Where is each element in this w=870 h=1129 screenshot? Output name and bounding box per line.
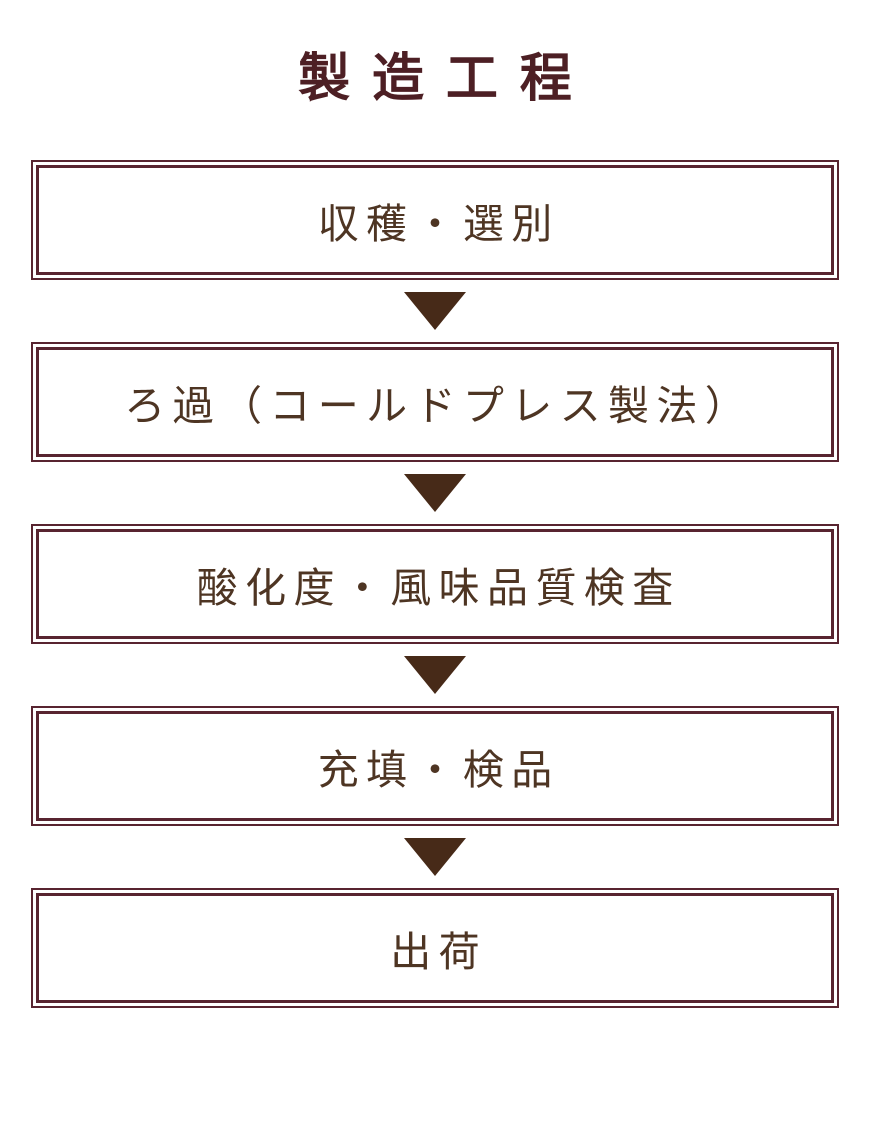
down-arrow-icon [404, 474, 466, 512]
process-flow-diagram: 製造工程 収穫・選別 ろ過（コールドプレス製法） 酸化度・風味品質検査 充填・検… [0, 46, 870, 1008]
step-box-inner-frame: 出荷 [36, 893, 834, 1003]
down-arrow-icon [404, 838, 466, 876]
step-label: 収穫・選別 [317, 200, 560, 248]
page-title: 製造工程 [298, 48, 594, 109]
down-arrow-icon [404, 292, 466, 330]
step-box-filling-checking: 充填・検品 [31, 706, 839, 826]
step-box-inner-frame: 収穫・選別 [36, 165, 834, 275]
step-box-shipping: 出荷 [31, 888, 839, 1008]
step-label: 出荷 [390, 928, 488, 976]
down-arrow-icon [404, 656, 466, 694]
flow-steps: 収穫・選別 ろ過（コールドプレス製法） 酸化度・風味品質検査 充填・検品 出荷 [31, 160, 839, 1008]
step-label: 充填・検品 [317, 746, 560, 794]
step-box-quality-inspection: 酸化度・風味品質検査 [31, 524, 839, 644]
step-box-inner-frame: 充填・検品 [36, 711, 834, 821]
step-label: 酸化度・風味品質検査 [196, 564, 681, 612]
step-box-inner-frame: 酸化度・風味品質検査 [36, 529, 834, 639]
step-box-filtration: ろ過（コールドプレス製法） [31, 342, 839, 462]
step-box-inner-frame: ろ過（コールドプレス製法） [36, 347, 834, 457]
step-box-harvest-sorting: 収穫・選別 [31, 160, 839, 280]
step-label: ろ過（コールドプレス製法） [124, 382, 754, 430]
